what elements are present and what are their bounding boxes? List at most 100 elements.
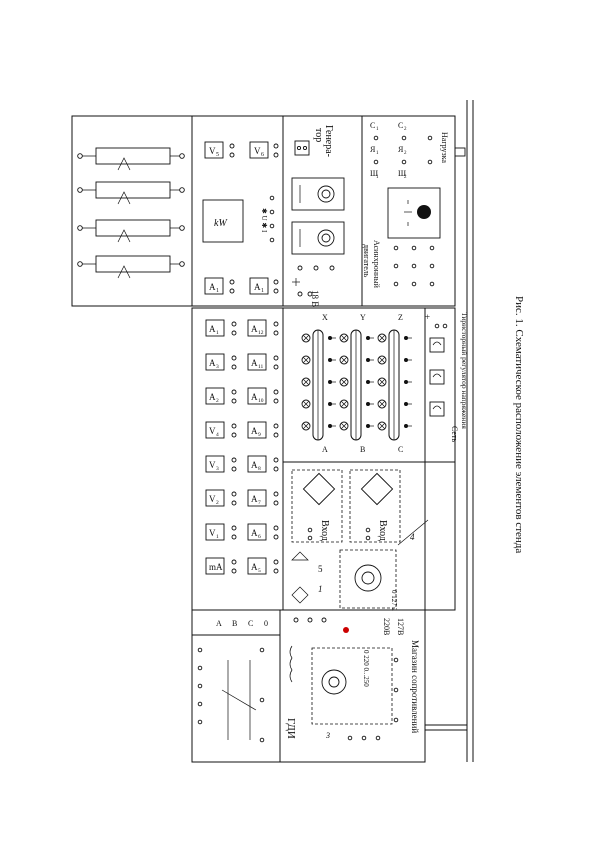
term-b-label: B bbox=[232, 619, 237, 628]
magazine-label: Магазин сопротивлений bbox=[410, 640, 420, 733]
phase-c-label: C bbox=[398, 445, 403, 454]
a1-sub: 1 bbox=[216, 288, 219, 294]
ya1-sub: 1 bbox=[376, 151, 379, 156]
abc-terminals: A B C 0 220В 127В bbox=[216, 617, 405, 635]
lamp bbox=[339, 377, 349, 387]
phase-z-label: Z bbox=[398, 313, 403, 322]
gdi-scale: 0 220 0...250 bbox=[362, 650, 370, 687]
meter-letter: A bbox=[209, 324, 216, 334]
lamp bbox=[377, 333, 387, 343]
kw-label: kW bbox=[214, 218, 228, 229]
meter-sub: 11 bbox=[258, 364, 264, 370]
thyristor-regulator: + Тиристорный регулятор напряжения Сеть bbox=[425, 312, 469, 442]
meter-sub: 1 bbox=[216, 534, 219, 540]
meter-letter: V bbox=[209, 494, 216, 504]
supply-127v: 127В bbox=[396, 618, 405, 635]
voltage-18v: 18 В bbox=[310, 290, 320, 307]
load-switch bbox=[387, 187, 441, 239]
lamp bbox=[377, 399, 387, 409]
meter-sub: 9 bbox=[258, 432, 261, 438]
motor-label-2: двигатель bbox=[362, 244, 371, 278]
supply-220v: 220В bbox=[382, 618, 391, 635]
voltmeter-v5 bbox=[204, 141, 224, 159]
load-label: Нагрузка bbox=[440, 132, 449, 163]
lamp bbox=[301, 399, 311, 409]
autotransformer-scale: 0 127 2 bbox=[390, 590, 398, 612]
meter-sub: 3 bbox=[216, 466, 219, 472]
meter-sub: 2 bbox=[216, 398, 219, 404]
meter-letter: A bbox=[209, 358, 216, 368]
meter-letter: mA bbox=[209, 562, 223, 572]
input-1-label: Вход bbox=[319, 520, 330, 541]
meters-panel: V 5 V 6 kW ✱ U ✱ I A 1 A 1 bbox=[202, 141, 279, 295]
svg-text:+: + bbox=[425, 312, 430, 322]
meter-letter: A bbox=[251, 426, 258, 436]
meter-letter: V bbox=[209, 426, 216, 436]
phase-column-0 bbox=[301, 329, 336, 441]
c1-label: C bbox=[370, 121, 375, 130]
rheostat bbox=[77, 147, 185, 171]
meter-letter: A bbox=[251, 494, 258, 504]
term-0-label: 0 bbox=[264, 619, 268, 628]
lamp bbox=[301, 377, 311, 387]
meter-sub: 3 bbox=[216, 364, 219, 370]
a-right-sub: 1 bbox=[261, 288, 264, 294]
rheostat bbox=[77, 255, 185, 279]
meter-sub: 5 bbox=[258, 568, 261, 574]
lamp bbox=[301, 355, 311, 365]
marker-4: 4 bbox=[410, 532, 415, 542]
ya1-label: Я bbox=[370, 145, 376, 154]
phase-b-label: B bbox=[360, 445, 365, 454]
term-a-label: A bbox=[216, 619, 222, 628]
sh1-sub: 1 bbox=[376, 175, 379, 180]
meter-letter: A bbox=[251, 562, 258, 572]
v6-label: V bbox=[254, 146, 261, 156]
c1-sub: 1 bbox=[376, 127, 379, 132]
three-phase-panel bbox=[301, 329, 412, 441]
rheostat-panel bbox=[77, 147, 185, 279]
wattmeter bbox=[202, 199, 244, 243]
meter-top-7: mA bbox=[205, 557, 237, 575]
v5-label: V bbox=[209, 146, 216, 156]
term-c-label: C bbox=[248, 619, 253, 628]
figure-caption: Рис. 1. Схематическое расположение элеме… bbox=[513, 296, 525, 553]
generator-label-1: Генера- bbox=[323, 125, 334, 157]
load-panel: C 1 C 2 Я 1 Я 2 Ш 1 Ш 2 Нагрузка Асинхро… bbox=[362, 121, 449, 289]
lamp bbox=[377, 355, 387, 365]
meter-letter: V bbox=[209, 528, 216, 538]
rectifier-inputs: Вход Вход 0 127 2 1 5 4 bbox=[291, 469, 429, 612]
stand-frame bbox=[71, 100, 474, 763]
meter-sub: 10 bbox=[258, 398, 264, 404]
meter-letter: A bbox=[209, 392, 216, 402]
motor-label-1: Асинхронный bbox=[372, 240, 381, 289]
meter-sub: 2 bbox=[216, 500, 219, 506]
sh2-label: Ш bbox=[398, 169, 406, 178]
star-u-i-label: ✱ U ✱ I bbox=[260, 208, 268, 233]
lamp bbox=[339, 355, 349, 365]
lamp bbox=[377, 377, 387, 387]
lamp bbox=[339, 421, 349, 431]
meter-letter: V bbox=[209, 460, 216, 470]
meter-letter: A bbox=[251, 460, 258, 470]
c2-sub: 2 bbox=[404, 127, 407, 132]
ya2-sub: 2 bbox=[404, 151, 407, 156]
indicator-lamp bbox=[343, 627, 349, 633]
ammeter-a1-right bbox=[249, 277, 269, 295]
meter-sub: 12 bbox=[258, 330, 264, 336]
phase-column-2 bbox=[377, 329, 412, 441]
rheostat bbox=[77, 181, 185, 205]
meter-letter: A bbox=[251, 392, 258, 402]
a1-label: A bbox=[209, 282, 216, 292]
